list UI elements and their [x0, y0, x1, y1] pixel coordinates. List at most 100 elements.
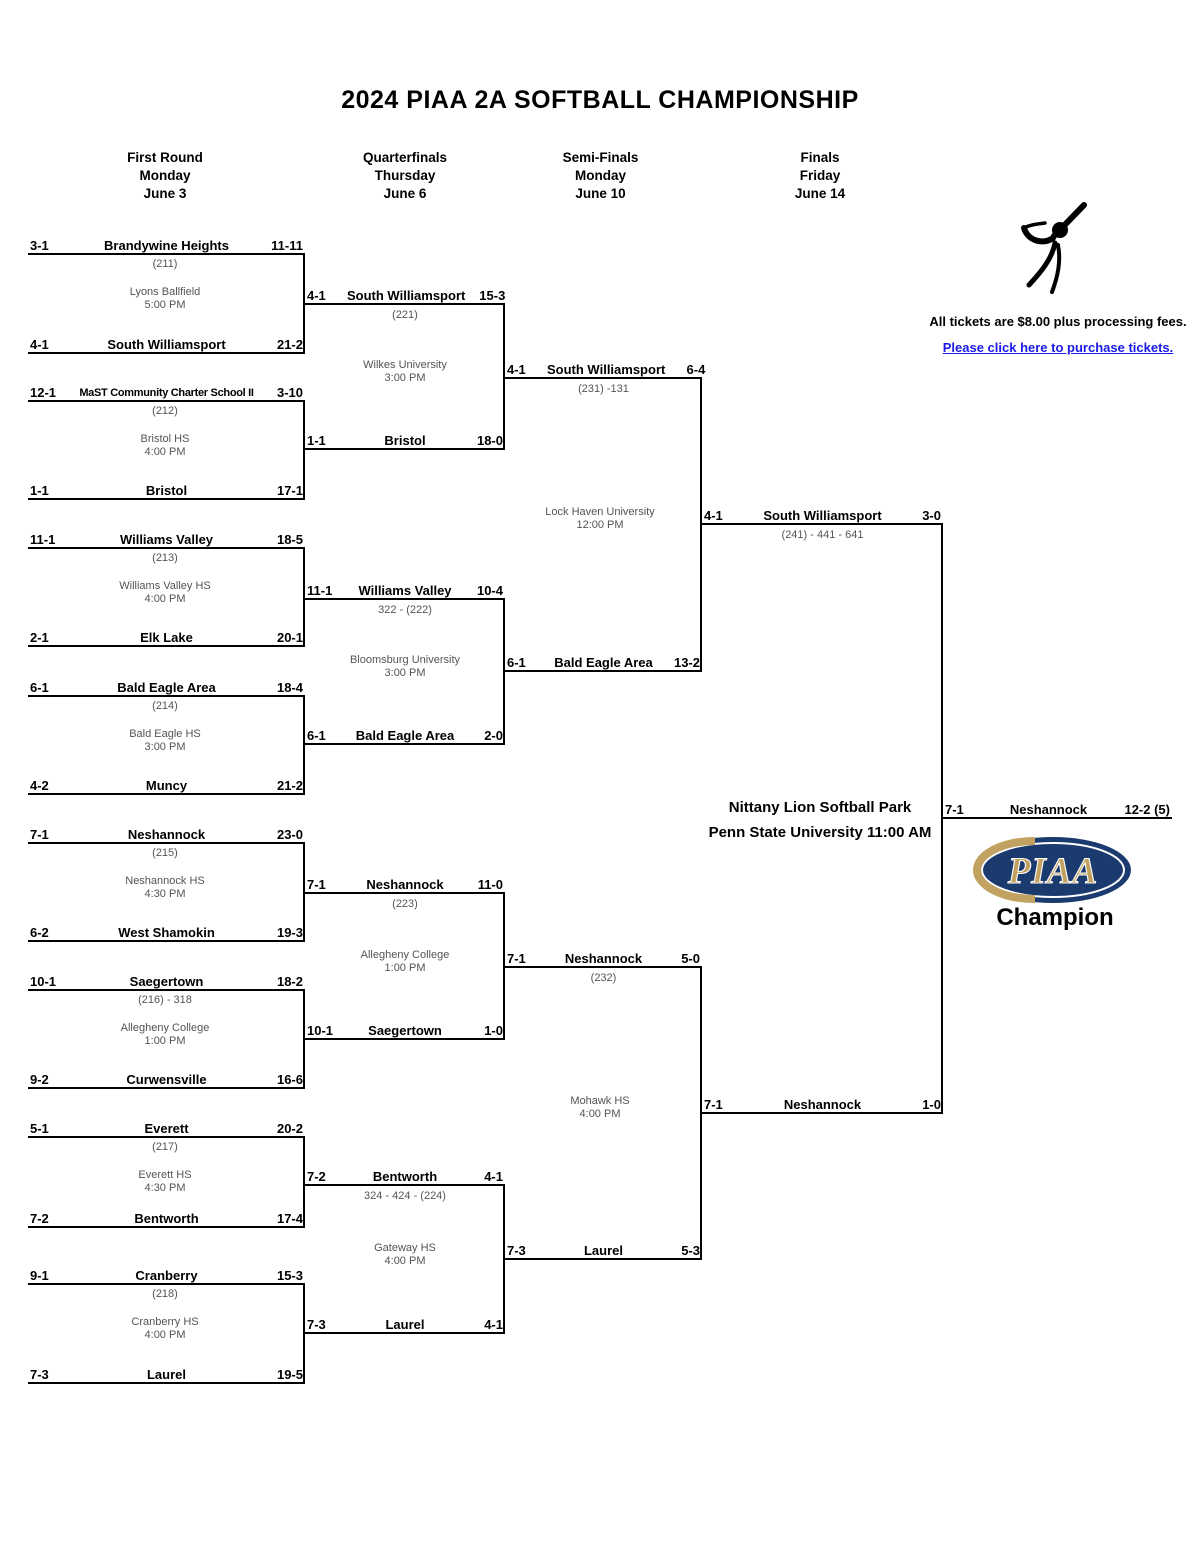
column-header-first-round: First Round Monday June 3 [127, 150, 203, 201]
team-seed: 4-1 [507, 362, 526, 378]
team-name: Williams Valley [119, 532, 214, 548]
game-score: 2-0 [484, 728, 503, 744]
team-seed: 5-1 [30, 1121, 49, 1137]
page-title: 2024 PIAA 2A SOFTBALL CHAMPIONSHIP [341, 86, 859, 114]
game-score: 5-0 [681, 951, 700, 967]
team-seed: 9-2 [30, 1072, 49, 1088]
advancer-line: 7-2 Bentworth 4-1 [305, 1166, 505, 1186]
champion-line: 7-1 Neshannock 12-2 (5) [943, 799, 1172, 819]
game-number: (232) [590, 972, 617, 984]
registered-mark: ® [1125, 840, 1133, 852]
team-seed: 7-3 [307, 1317, 326, 1333]
team-record: 18-4 [276, 680, 303, 696]
team-seed: 4-1 [30, 337, 49, 353]
team-name: Williams Valley [358, 583, 452, 599]
team-name: Neshannock [366, 877, 444, 893]
team-record: 23-0 [276, 827, 303, 843]
team-line: 3-1 Brandywine Heights 11-11 [28, 235, 305, 255]
game-number: (215) [152, 847, 178, 859]
team-line: 7-1 Neshannock 23-0 [28, 824, 305, 844]
team-name: Laurel [583, 1243, 623, 1259]
advancer-line: 7-1 Neshannock 1-0 [702, 1094, 943, 1114]
team-seed: 7-1 [945, 802, 964, 818]
team-name: Brandywine Heights [104, 238, 229, 254]
team-seed: 2-1 [30, 630, 49, 646]
team-seed: 6-2 [30, 925, 49, 941]
game-number: (216) - 318 [138, 994, 192, 1006]
advancer-line: 4-1 South Williamsport 6-4 [505, 359, 705, 379]
game-score: 13-2 [673, 655, 700, 671]
column-header-semifinals: Semi-Finals Monday June 10 [562, 150, 639, 201]
team-seed: 11-1 [307, 583, 333, 599]
game-score: 1-0 [484, 1023, 503, 1039]
team-line: 10-1 Saegertown 18-2 [28, 971, 305, 991]
team-line: 1-1 Bristol 17-1 [28, 480, 305, 500]
game-number: 322 - (222) [378, 604, 432, 616]
advancer-line: 6-1 Bald Eagle Area 13-2 [505, 652, 702, 672]
team-seed: 4-2 [30, 778, 49, 794]
piaa-logo: PIAA ® [973, 837, 1133, 903]
team-name: West Shamokin [118, 925, 215, 941]
bracket-connector [303, 842, 305, 942]
team-name: Laurel [146, 1367, 186, 1383]
team-record: 3-10 [276, 385, 303, 401]
game-number: (231) -131 [578, 383, 629, 395]
team-seed: 4-1 [307, 288, 326, 304]
team-seed: 7-1 [507, 951, 526, 967]
advancer-line: 7-3 Laurel 5-3 [505, 1240, 702, 1260]
team-name: Neshannock [127, 827, 206, 843]
game-score: 10-4 [476, 583, 503, 599]
team-line: 2-1 Elk Lake 20-1 [28, 627, 305, 647]
team-seed: 7-3 [30, 1367, 49, 1383]
team-name: Curwensville [126, 1072, 207, 1088]
piaa-logo-text: PIAA [1007, 851, 1098, 892]
ticket-price-note: All tickets are $8.00 plus processing fe… [929, 314, 1187, 329]
team-record: 15-3 [276, 1268, 303, 1284]
bracket-connector [503, 303, 505, 450]
game-number: (211) [152, 258, 178, 270]
bracket-connector [303, 400, 305, 500]
team-seed: 11-1 [30, 532, 56, 548]
game-score: 11-0 [477, 877, 503, 893]
bracket-connector [503, 598, 505, 745]
team-name: Laurel [385, 1317, 425, 1333]
team-name: Bristol [145, 483, 188, 499]
game-score: 4-1 [484, 1169, 503, 1185]
team-name: Bristol [384, 433, 426, 449]
game-score: 18-0 [476, 433, 503, 449]
team-seed: 7-3 [507, 1243, 526, 1259]
team-record: 17-4 [276, 1211, 303, 1227]
final-venue: Nittany Lion Softball Park Penn State Un… [708, 799, 932, 841]
team-record: 18-2 [276, 974, 303, 990]
team-record: 21-2 [276, 778, 303, 794]
game-number: (218) [152, 1288, 178, 1300]
bracket-connector [303, 1283, 305, 1384]
team-seed: 7-2 [30, 1211, 49, 1227]
team-name: Bentworth [134, 1211, 199, 1227]
advancer-line: 7-1 Neshannock 11-0 [305, 874, 505, 894]
purchase-tickets-link[interactable]: Please click here to purchase tickets. [942, 340, 1174, 355]
team-line: 9-1 Cranberry 15-3 [28, 1265, 305, 1285]
game-score: 5-3 [681, 1243, 700, 1259]
game-number: (214) [152, 700, 178, 712]
batter-icon [1021, 202, 1087, 294]
team-record: 20-2 [276, 1121, 303, 1137]
team-record: 19-5 [276, 1367, 303, 1383]
team-record: 11-11 [271, 238, 303, 254]
team-name: MaST Community Charter School II [79, 387, 254, 400]
team-line: 12-1 MaST Community Charter School II 3-… [28, 382, 305, 402]
bracket-connector [303, 1136, 305, 1228]
team-name: Neshannock [564, 951, 643, 967]
team-line: 5-1 Everett 20-2 [28, 1118, 305, 1138]
advancer-line: 10-1 Saegertown 1-0 [305, 1020, 505, 1040]
